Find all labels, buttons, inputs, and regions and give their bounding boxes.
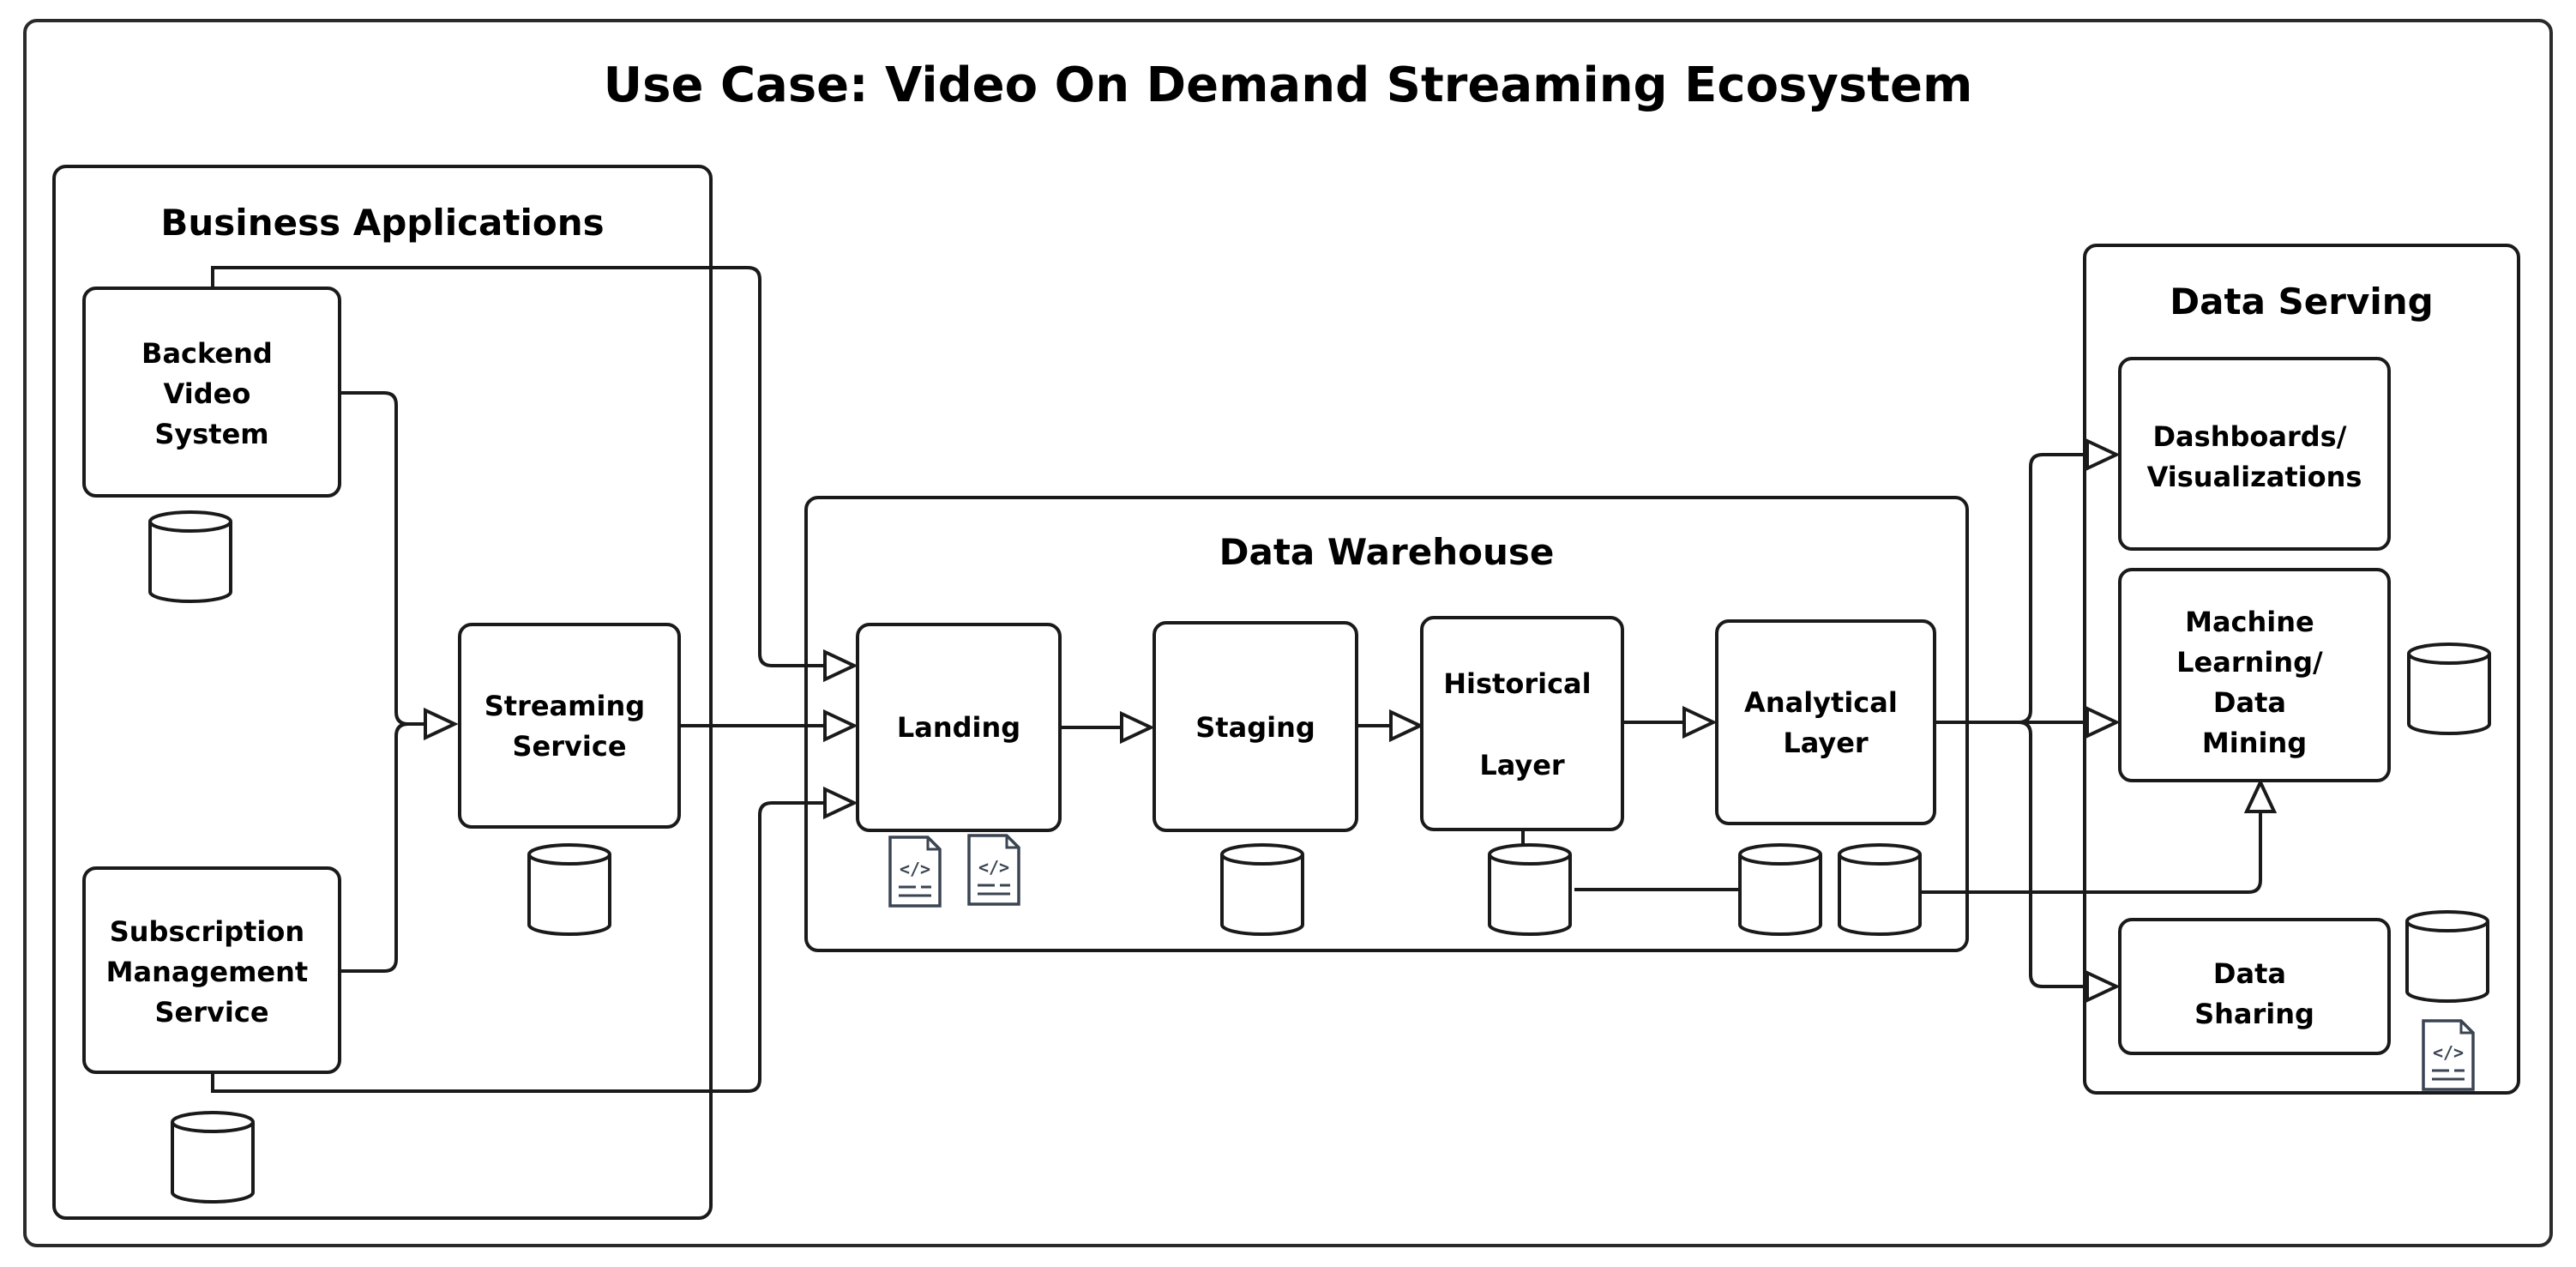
arrowhead-landing-middle xyxy=(823,709,858,743)
data-sharing-code-file-icon: </> xyxy=(2422,1019,2475,1091)
arrowhead-streaming xyxy=(424,707,459,741)
arrowhead-dashboards xyxy=(2085,437,2121,472)
node-label-analytical-layer: Analytical Layer xyxy=(1744,686,1907,759)
code-file-icons: </> </> </> xyxy=(888,834,2475,1091)
diagram-title: Use Case: Video On Demand Streaming Ecos… xyxy=(604,57,1973,113)
group-title-data-warehouse: Data Warehouse xyxy=(1219,531,1555,573)
node-landing[interactable]: Landing xyxy=(856,623,1062,832)
node-label-machine-learning-data-mining: Machine Learning/ Data Mining xyxy=(2176,606,2332,759)
connector-analytical-to-data-sharing xyxy=(2018,721,2087,988)
connector-subscription-to-streaming xyxy=(341,722,409,973)
arrowhead-landing-bottom xyxy=(823,786,858,820)
arrowhead-staging xyxy=(1120,710,1155,745)
node-subscription-management-service[interactable]: Subscription Management Service xyxy=(82,866,341,1074)
node-dashboards-visualizations[interactable]: Dashboards/ Visualizations xyxy=(2118,357,2391,551)
database-icons xyxy=(148,510,2491,1204)
group-title-business-applications: Business Applications xyxy=(160,202,604,244)
node-machine-learning-data-mining[interactable]: Machine Learning/ Data Mining xyxy=(2118,568,2391,782)
node-label-dashboards-visualizations: Dashboards/ Visualizations xyxy=(2147,420,2362,493)
node-label-historical-layer: Historical Layer xyxy=(1443,667,1601,781)
node-label-staging: Staging xyxy=(1195,711,1315,744)
historical-db-cylinder-icon xyxy=(1488,843,1572,936)
staging-db-cylinder-icon xyxy=(1220,843,1304,936)
node-staging[interactable]: Staging xyxy=(1153,621,1358,832)
arrowhead-analytical xyxy=(1682,705,1718,739)
node-label-subscription-management-service: Subscription Management Service xyxy=(106,915,318,1029)
subscription-db-cylinder-icon xyxy=(171,1111,255,1204)
connector-backend-to-landing xyxy=(211,266,825,667)
arrowhead-landing-top xyxy=(823,649,858,683)
arrowhead-data-sharing xyxy=(2085,969,2121,1004)
node-label-streaming-service: Streaming Service xyxy=(485,690,655,763)
node-historical-layer[interactable]: Historical Layer xyxy=(1420,616,1624,831)
connector-subscription-to-landing xyxy=(211,801,825,1093)
node-label-data-sharing: Data Sharing xyxy=(2194,957,2314,1030)
node-streaming-service[interactable]: Streaming Service xyxy=(458,623,681,829)
node-label-backend-video-system: Backend Video System xyxy=(141,337,282,450)
arrowhead-ml-from-below xyxy=(2243,778,2278,813)
node-data-sharing[interactable]: Data Sharing xyxy=(2118,918,2391,1055)
analytical-db-2-cylinder-icon xyxy=(1838,843,1922,936)
node-backend-video-system[interactable]: Backend Video System xyxy=(82,287,341,498)
svg-text:</>: </> xyxy=(900,859,930,879)
node-analytical-layer[interactable]: Analytical Layer xyxy=(1715,619,1936,825)
connector-analytical-db-to-ml xyxy=(1921,810,2262,894)
data-sharing-db-cylinder-icon xyxy=(2405,910,2489,1003)
svg-text:</>: </> xyxy=(2433,1042,2464,1063)
svg-text:</>: </> xyxy=(978,857,1009,878)
node-label-landing: Landing xyxy=(897,711,1020,744)
backend-db-cylinder-icon xyxy=(148,510,232,603)
group-title-data-serving: Data Serving xyxy=(2170,281,2433,323)
outer-frame xyxy=(23,19,2553,1247)
connector-analytical-to-dashboards xyxy=(2018,453,2087,724)
landing-code-file-1-icon: </> xyxy=(888,836,942,908)
ml-db-cylinder-icon xyxy=(2407,643,2491,735)
arrowhead-ml xyxy=(2085,705,2121,739)
analytical-db-1-cylinder-icon xyxy=(1738,843,1822,936)
arrowhead-historical xyxy=(1389,709,1424,743)
streaming-db-cylinder-icon xyxy=(527,843,611,936)
landing-code-file-2-icon: </> xyxy=(967,834,1020,906)
